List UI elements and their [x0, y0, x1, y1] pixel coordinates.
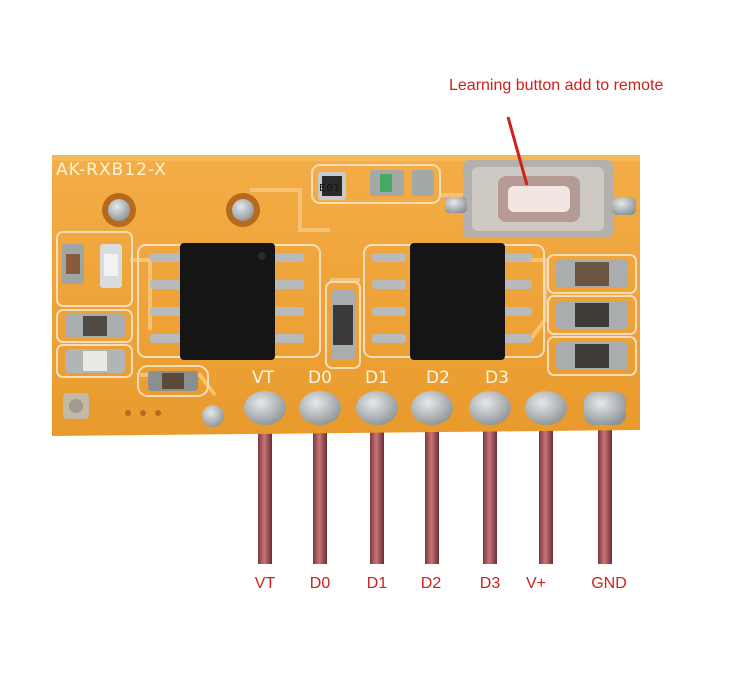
- right-ic-chip: [363, 243, 545, 360]
- pin-label-d3: D3: [479, 575, 501, 592]
- learning-button-annotation: Learning button add to remote: [449, 77, 664, 94]
- pin-label-d1: D1: [366, 575, 388, 592]
- board-model-label: AK-RXB12-X: [56, 160, 167, 180]
- learning-button-switch: [445, 160, 636, 238]
- silk-pin-d3: D3: [485, 368, 509, 388]
- annotation-arrow: [506, 116, 529, 186]
- middle-resistor: [325, 281, 361, 369]
- silk-pin-d2: D2: [426, 368, 450, 388]
- left-ic-chip: [137, 243, 321, 360]
- pin-label-vt: VT: [254, 575, 276, 592]
- pin-label-d2: D2: [420, 575, 442, 592]
- mounting-pads: [63, 193, 260, 427]
- led-area: [311, 164, 441, 204]
- header-pads: [244, 391, 626, 425]
- header-pins: [258, 412, 612, 564]
- silk-pin-d1: D1: [365, 368, 389, 388]
- left-smd-components: [56, 231, 209, 397]
- pin-label-vplus: V+: [525, 575, 546, 592]
- pin-label-gnd: GND: [591, 575, 627, 592]
- led-label: E01: [319, 183, 342, 194]
- silk-pin-d0: D0: [308, 368, 332, 388]
- pin-label-d0: D0: [309, 575, 331, 592]
- right-smd-components: [547, 254, 637, 376]
- silk-pin-vt: VT: [251, 368, 274, 388]
